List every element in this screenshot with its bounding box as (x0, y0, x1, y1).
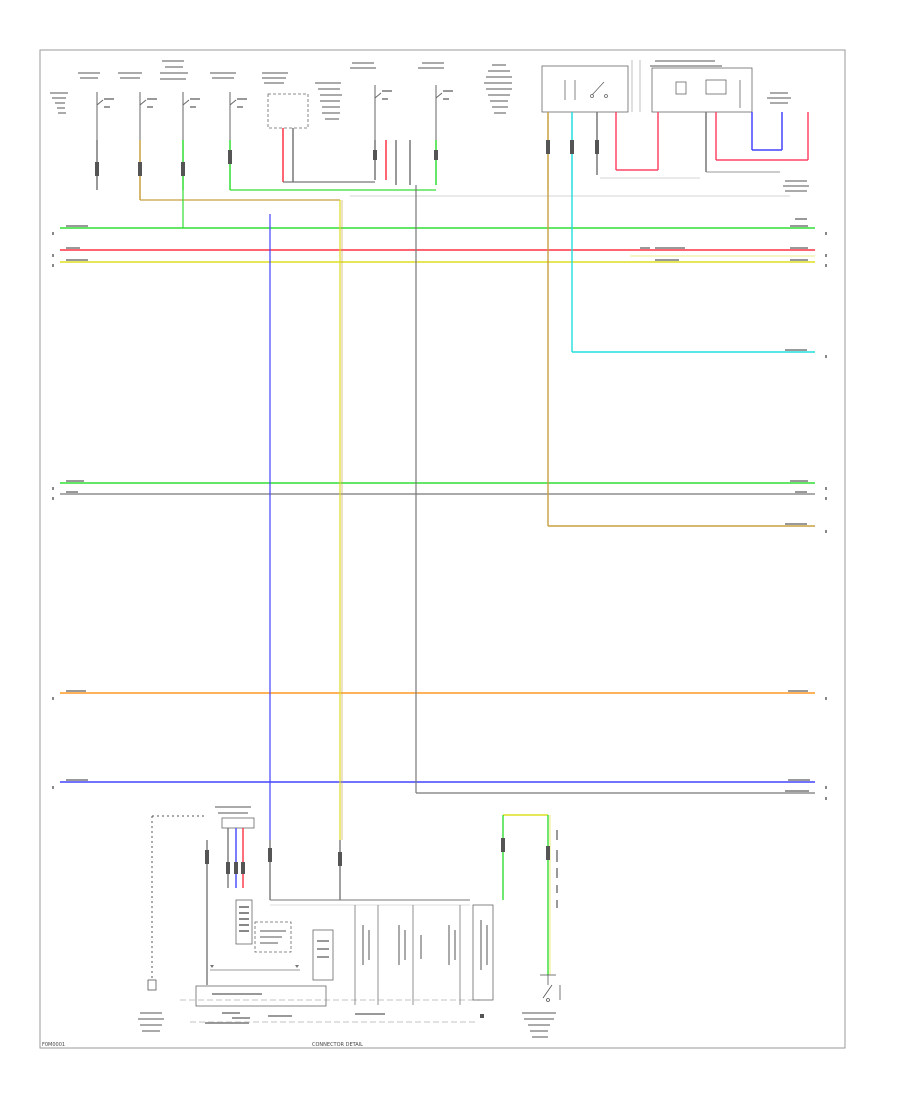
bottom-components (138, 806, 561, 1038)
top-components (50, 60, 809, 228)
connector-detail-caption: CONNECTOR DETAIL (312, 1042, 363, 1048)
footer-code: F0M0001 (42, 1042, 65, 1048)
wire-labels (66, 218, 810, 792)
edge-terminals (52, 232, 827, 800)
diagram-frame (39, 49, 846, 1049)
bus-wires (60, 185, 815, 840)
